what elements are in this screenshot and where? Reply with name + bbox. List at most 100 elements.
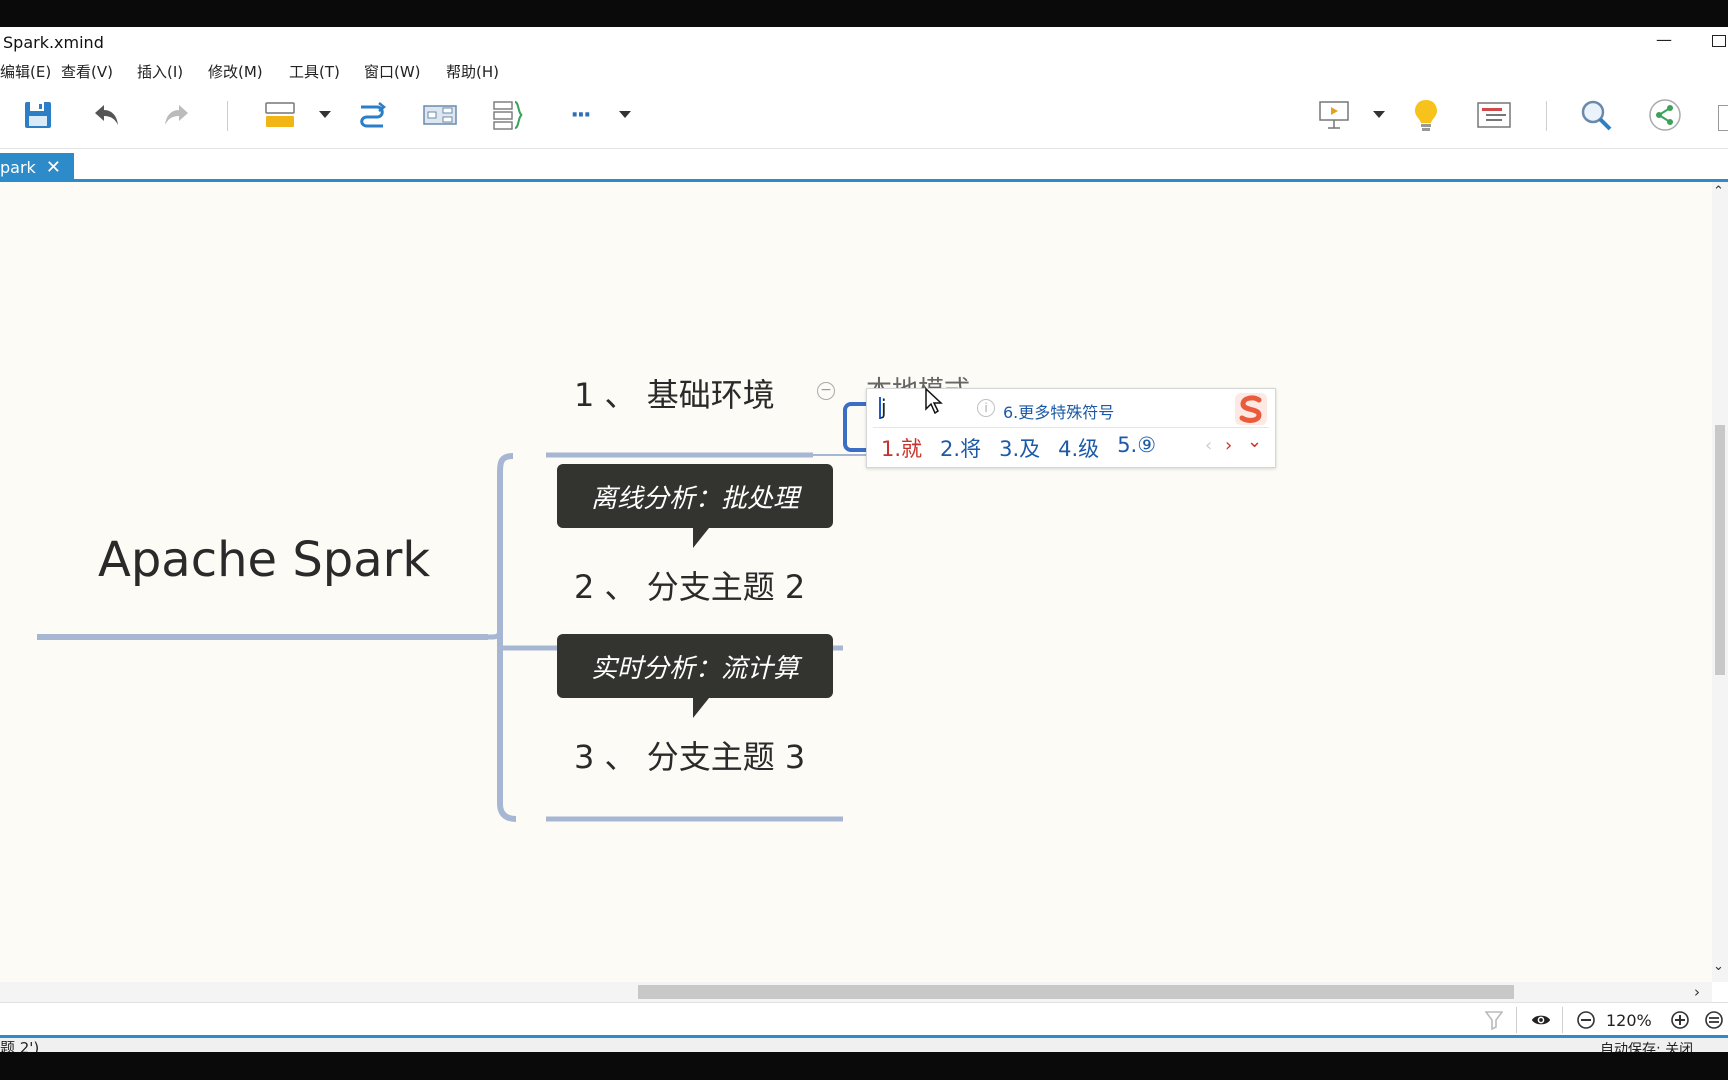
vertical-scroll-thumb[interactable]	[1715, 425, 1725, 675]
callout-realtime[interactable]: 实时分析：流计算	[557, 634, 833, 718]
mindmap-canvas[interactable]: Apache Spark 1 、 基础环境 − 本地模式 离线分析：批处理 2 …	[0, 182, 1712, 982]
app-window: Spark.xmind — 编辑(E) 查看(V) 插入(I) 修改(M) 工具…	[0, 27, 1728, 1052]
ime-candidates: 1.就 2.将 3.及 4.级 5.⑨	[881, 433, 1156, 463]
topic-2[interactable]: 2 、 分支主题 2	[574, 568, 806, 606]
mouse-cursor-icon	[925, 387, 943, 415]
menu-tools[interactable]: 工具(T)	[289, 63, 340, 81]
ime-caret	[879, 397, 881, 419]
share-button[interactable]	[1645, 95, 1685, 135]
save-icon	[25, 102, 51, 128]
topic-1[interactable]: 1 、 基础环境	[574, 376, 775, 414]
ime-candidate-2[interactable]: 2.将	[940, 437, 982, 461]
collapse-button[interactable]: −	[817, 382, 835, 400]
horizontal-scrollbar[interactable]: ›	[0, 982, 1712, 1002]
menu-window[interactable]: 窗口(W)	[364, 63, 421, 81]
ime-candidate-4[interactable]: 4.级	[1058, 437, 1100, 461]
search-icon	[1581, 100, 1612, 131]
screen-top-bar	[0, 0, 1728, 27]
tab-label: park	[0, 158, 36, 177]
toolbar: ···	[0, 83, 1728, 149]
ime-next-page[interactable]: ›	[1225, 435, 1233, 456]
more-button[interactable]: ···	[560, 95, 600, 135]
scroll-right-icon[interactable]: ›	[1694, 983, 1700, 1001]
idea-button[interactable]	[1406, 95, 1446, 135]
menu-modify[interactable]: 修改(M)	[208, 63, 263, 81]
more-dropdown[interactable]	[619, 111, 631, 118]
summary-button[interactable]	[488, 95, 528, 135]
share-icon	[1649, 99, 1681, 131]
toolbar-separator	[227, 101, 228, 131]
bottom-status-bar: 题 2') 自动保存: 关闭	[0, 1038, 1728, 1052]
search-button[interactable]	[1576, 95, 1616, 135]
zoom-out-icon	[1577, 1011, 1595, 1029]
sogou-logo-icon	[1235, 393, 1267, 425]
save-button[interactable]	[18, 95, 58, 135]
more-icon: ···	[570, 102, 591, 128]
toolbar-separator	[1546, 101, 1547, 131]
info-icon: i	[977, 399, 995, 417]
window-title: Spark.xmind	[3, 33, 104, 52]
tab-bar: park ✕	[0, 149, 1728, 182]
title-bar: Spark.xmind —	[0, 27, 1728, 57]
outline-button[interactable]	[1474, 95, 1514, 135]
filter-icon	[1485, 1011, 1503, 1030]
minimize-button[interactable]: —	[1656, 30, 1672, 49]
outline-icon	[1477, 102, 1511, 128]
ime-candidate-5[interactable]: 5.⑨	[1117, 433, 1157, 457]
zoom-out-button[interactable]	[1576, 1010, 1596, 1030]
central-topic[interactable]: Apache Spark	[98, 532, 431, 588]
tab-close-icon[interactable]: ✕	[45, 157, 61, 178]
zoom-status-bar: 120%	[0, 1002, 1728, 1038]
eye-icon	[1531, 1015, 1551, 1025]
status-separator	[1562, 1007, 1563, 1033]
redo-icon	[165, 105, 188, 125]
menu-edit[interactable]: 编辑(E)	[0, 63, 52, 81]
relationship-button[interactable]	[352, 95, 392, 135]
maximize-button[interactable]	[1712, 35, 1726, 47]
vertical-scrollbar[interactable]: ⌃ ⌄	[1712, 182, 1728, 982]
undo-icon	[95, 105, 118, 125]
selection-status: 题 2')	[0, 1039, 40, 1052]
ime-expand[interactable]: ⌄	[1247, 431, 1263, 452]
ime-candidate-3[interactable]: 3.及	[999, 437, 1041, 461]
menu-bar: 编辑(E) 查看(V) 插入(I) 修改(M) 工具(T) 窗口(W) 帮助(H…	[0, 57, 1728, 83]
horizontal-scroll-thumb[interactable]	[638, 985, 1514, 999]
scroll-up-icon[interactable]: ⌃	[1713, 184, 1724, 199]
zoom-in-icon	[1671, 1011, 1689, 1029]
filter-button[interactable]	[1484, 1010, 1504, 1030]
menu-help[interactable]: 帮助(H)	[446, 63, 499, 81]
scroll-down-icon[interactable]: ⌄	[1713, 959, 1724, 974]
fit-map-button[interactable]	[1704, 1010, 1724, 1030]
view-toggle-button[interactable]	[1531, 1010, 1551, 1030]
panel-toggle-button[interactable]	[1718, 105, 1728, 131]
zoom-level[interactable]: 120%	[1606, 1011, 1652, 1030]
tab-spark[interactable]: park ✕	[0, 153, 74, 182]
presentation-button[interactable]	[1314, 95, 1354, 135]
structure-icon	[423, 105, 457, 125]
idea-icon	[1415, 100, 1437, 131]
ime-candidate-1[interactable]: 1.就	[881, 437, 923, 461]
structure-button[interactable]	[420, 95, 460, 135]
presentation-icon	[1319, 101, 1349, 129]
relationship-icon	[360, 102, 387, 128]
menu-insert[interactable]: 插入(I)	[137, 63, 184, 81]
ime-hint[interactable]: 6.更多特殊符号	[1003, 403, 1115, 422]
ime-divider	[873, 427, 1269, 428]
menu-view[interactable]: 查看(V)	[61, 63, 113, 81]
ime-composition: j	[881, 395, 887, 419]
fit-icon	[1705, 1011, 1723, 1029]
status-separator	[1516, 1007, 1517, 1033]
topic-3[interactable]: 3 、 分支主题 3	[574, 738, 806, 776]
undo-button[interactable]	[87, 95, 127, 135]
topic-insert-icon	[265, 102, 295, 127]
summary-icon	[493, 101, 523, 130]
autosave-status[interactable]: 自动保存: 关闭	[1600, 1042, 1694, 1052]
redo-button[interactable]	[156, 95, 196, 135]
zoom-in-button[interactable]	[1670, 1010, 1690, 1030]
ime-prev-page[interactable]: ‹	[1205, 435, 1213, 456]
callout-offline[interactable]: 离线分析：批处理	[557, 464, 833, 548]
insert-topic-button[interactable]	[260, 95, 300, 135]
presentation-dropdown[interactable]	[1373, 111, 1385, 118]
insert-topic-dropdown[interactable]	[319, 111, 331, 118]
screen-bottom-bar	[0, 1052, 1728, 1080]
